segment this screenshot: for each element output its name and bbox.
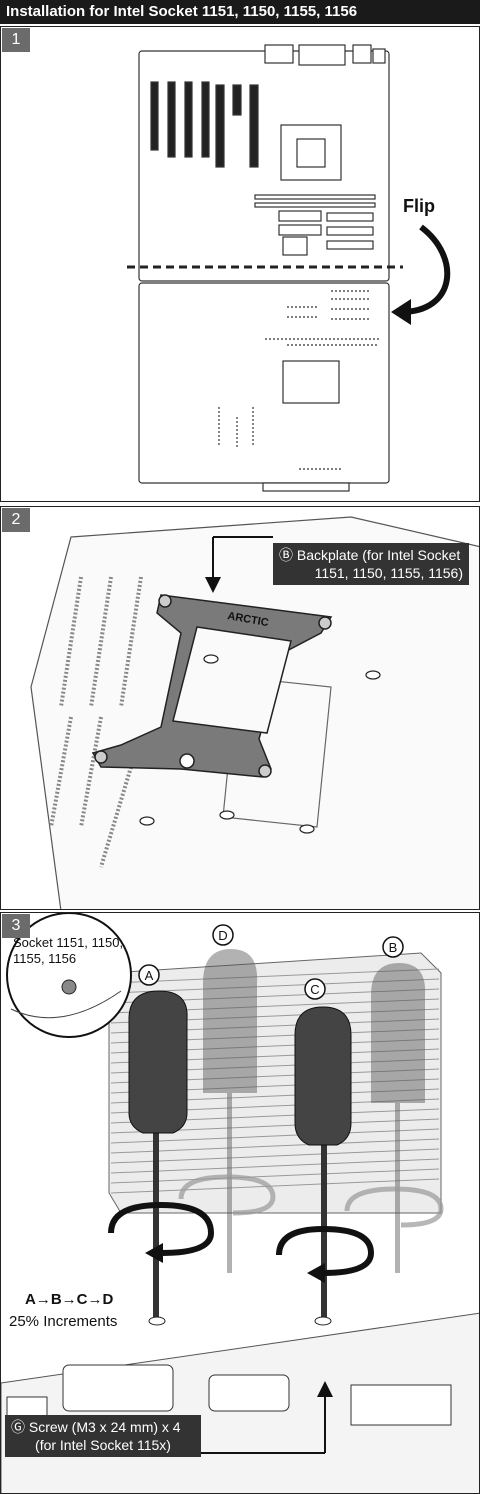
socket-inset-label: Socket 1151, 1150, 1155, 1156 xyxy=(13,935,123,967)
marker-b: B xyxy=(389,940,398,955)
callout-line-2: 1151, 1150, 1155, 1156) xyxy=(314,565,463,581)
step-1-panel: 1 xyxy=(0,26,480,502)
marker-d: D xyxy=(218,928,227,943)
backplate xyxy=(91,594,333,778)
motherboard-flip-illustration: Flip xyxy=(127,44,451,492)
marker-c: C xyxy=(310,982,319,997)
backplate-illustration: ARCTIC xyxy=(30,516,479,909)
screwdriver-illustration: A B C D xyxy=(1,913,479,1493)
screwdriver-d xyxy=(203,949,258,1273)
order-label: A→B→C→D xyxy=(25,1291,114,1308)
step-number: 1 xyxy=(2,28,30,52)
socket-inset xyxy=(6,913,132,1038)
screwdriver-b xyxy=(371,963,426,1273)
step-2-panel: 2 ARCTIC xyxy=(0,506,480,910)
motherboard-front xyxy=(138,44,390,282)
screw-callout: Ⓖ Screw (M3 x 24 mm) x 4 (for Intel Sock… xyxy=(5,1415,201,1457)
screw-line-2: (for Intel Socket 115x) xyxy=(35,1437,171,1453)
flip-label: Flip xyxy=(403,196,435,216)
screwdriver-c xyxy=(294,1006,352,1326)
motherboard-back xyxy=(138,282,390,492)
inset-line-2: 1155, 1156 xyxy=(13,951,77,966)
increments-label: 25% Increments xyxy=(9,1313,118,1330)
pin-rows xyxy=(49,576,143,868)
screwdriver-a xyxy=(128,990,188,1326)
callout-line-1: Ⓑ Backplate (for Intel Socket xyxy=(279,547,461,563)
marker-a: A xyxy=(145,968,154,983)
step-number: 2 xyxy=(2,508,30,532)
inset-line-1: Socket 1151, 1150, xyxy=(13,935,124,950)
step-number: 3 xyxy=(2,914,30,938)
screw-line-1: Ⓖ Screw (M3 x 24 mm) x 4 xyxy=(11,1419,181,1435)
screws xyxy=(139,654,381,834)
step-3-panel: 3 xyxy=(0,912,480,1494)
backplate-callout: Ⓑ Backplate (for Intel Socket 1151, 1150… xyxy=(273,543,469,585)
rotation-arrows xyxy=(108,1201,375,1276)
page-title: Installation for Intel Socket 1151, 1150… xyxy=(0,0,480,24)
